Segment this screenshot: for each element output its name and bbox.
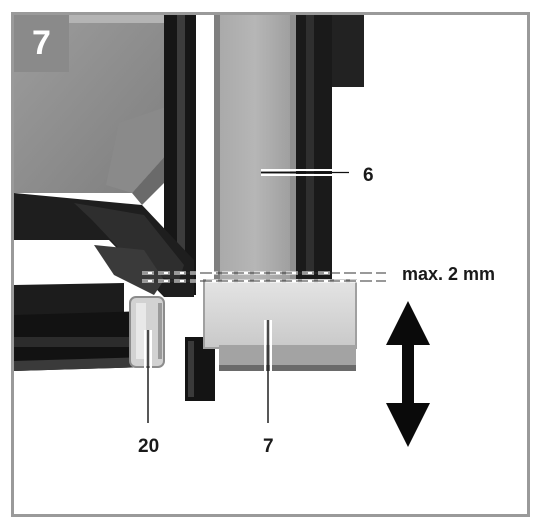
splinter-guard-7: [203, 279, 357, 371]
leader-line-20: [144, 330, 152, 423]
leader-line-7: [264, 320, 272, 423]
double-arrow-icon: [386, 301, 430, 447]
callout-blade-6: 6: [363, 165, 374, 186]
guide-roller-20: [129, 296, 165, 368]
max-gap-indicator: [142, 271, 386, 283]
callout-part-7: 7: [263, 436, 274, 457]
saw-inner-frame: [14, 15, 364, 297]
saw-base-plate: [14, 283, 150, 371]
leader-line-6: [261, 169, 349, 176]
saw-blade-6: [214, 15, 296, 283]
callout-max-gap: max. 2 mm: [402, 264, 496, 284]
figure-number-badge: 7: [14, 15, 69, 72]
callout-part-20: 20: [138, 436, 160, 457]
jigsaw-illustration: [14, 15, 430, 447]
figure-frame: 7 6 max. 2 mm 20 7: [11, 12, 530, 517]
